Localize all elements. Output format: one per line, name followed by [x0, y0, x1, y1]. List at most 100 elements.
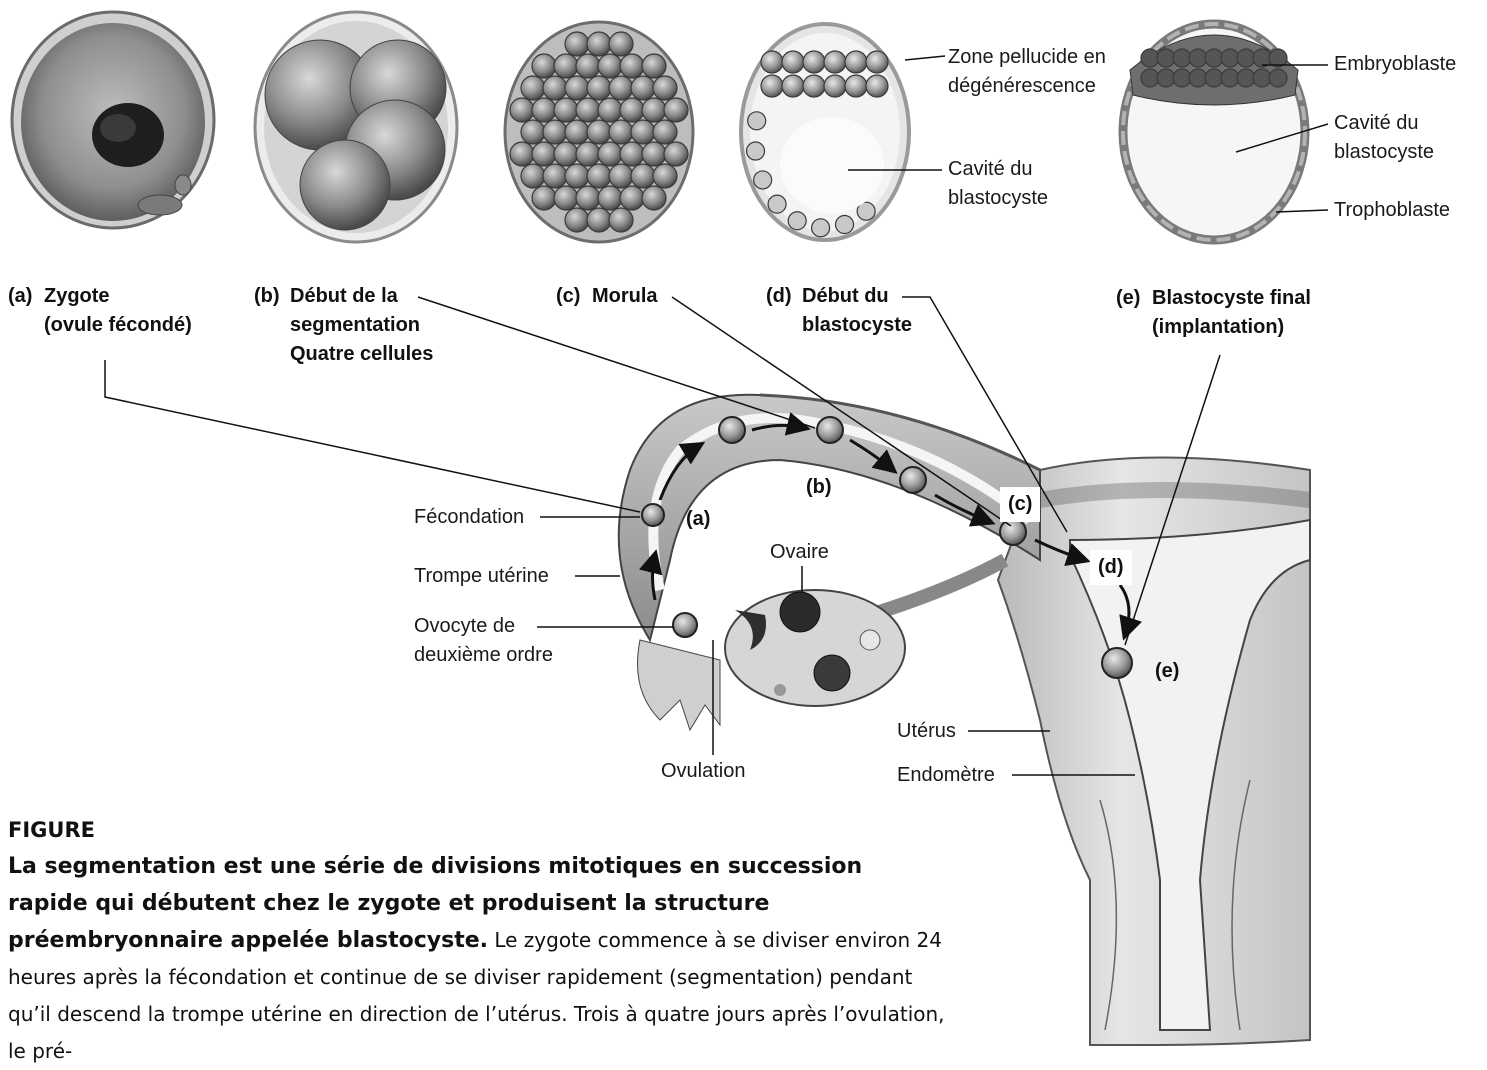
embryoblast-cell [1157, 69, 1175, 87]
morula-blastomere [642, 98, 666, 122]
morula-blastomere [598, 142, 622, 166]
morula-blastomere [532, 186, 556, 210]
morula-blastomere [565, 120, 589, 144]
morula-blastomere [631, 120, 655, 144]
fecondation-label: Fécondation [414, 503, 524, 532]
ovulation-label: Ovulation [661, 757, 746, 786]
stage-b-label: (b)Début de la segmentation Quatre cellu… [254, 282, 433, 369]
morula-blastomere [587, 120, 611, 144]
early-blastocyst-cell [845, 51, 867, 73]
morula-blastomere [609, 164, 633, 188]
stage-a-line-2: (ovule fécondé) [8, 311, 192, 340]
four-cell-stage [255, 12, 457, 242]
embryoblast-cell [1205, 69, 1223, 87]
morula-blastomere [543, 164, 567, 188]
embryoblast-cell [1141, 69, 1159, 87]
stage-a-line-1: Zygote [44, 285, 110, 307]
embryoblast-cell [1221, 69, 1239, 87]
morula-blastomere [576, 142, 600, 166]
final-blastocyst [1123, 24, 1305, 240]
embryoblast-cell [1269, 69, 1287, 87]
morula-blastomere [521, 120, 545, 144]
morula-blastomere [576, 186, 600, 210]
morula-blastomere [620, 186, 644, 210]
morula-blastomere [620, 98, 644, 122]
morula-blastomere [609, 208, 633, 232]
morula-blastomere [631, 76, 655, 100]
embryoblast-cell [1237, 69, 1255, 87]
morula-blastomere [543, 120, 567, 144]
cavity-label-early-line-1: Cavité du [948, 155, 1048, 184]
early-blastocyst-trophoblast-cell [748, 112, 766, 130]
morula-blastomere [664, 98, 688, 122]
pellucida-label-line-1: Zone pellucide en [948, 43, 1106, 72]
morula-blastomere [587, 32, 611, 56]
inline-label-e: (e) [1155, 660, 1179, 683]
early-blastocyst-cell [761, 75, 783, 97]
embryoblast-cell [1189, 49, 1207, 67]
caption-paragraph: La segmentation est une série de divisio… [8, 848, 948, 1070]
morula-blastomere [620, 54, 644, 78]
ovaire-label: Ovaire [770, 538, 829, 567]
pellucida-label-line-2: dégénérescence [948, 72, 1106, 101]
trophoblast-label: Trophoblaste [1334, 196, 1450, 225]
morula-blastomere [521, 76, 545, 100]
embryoblast-cell [1253, 69, 1271, 87]
inline-label-a: (a) [686, 508, 710, 531]
stage-d-line-2: blastocyste [766, 311, 912, 340]
morula-blastomere [598, 54, 622, 78]
trompe-label: Trompe utérine [414, 562, 549, 591]
stage-a-label: (a)Zygote (ovule fécondé) [8, 282, 192, 340]
morula-blastomere [510, 98, 534, 122]
embryoblast-cell [1205, 49, 1223, 67]
morula-blastomere [642, 54, 666, 78]
early-blastocyst-cell [803, 51, 825, 73]
stage-d-label: (d)Début du blastocyste [766, 282, 912, 340]
morula-blastomere [554, 98, 578, 122]
morula-blastomere [565, 76, 589, 100]
stage-c-label: (c)Morula [556, 282, 658, 311]
pellucida-label: Zone pellucide en dégénérescence [948, 43, 1106, 101]
embryoblast-cell [1189, 69, 1207, 87]
early-blastocyst-cell [845, 75, 867, 97]
morula-blastomere [554, 186, 578, 210]
stage-b-line-1: Début de la [290, 285, 398, 307]
stage-b-line-3: Quatre cellules [254, 340, 433, 369]
morula-blastomere [554, 54, 578, 78]
morula-blastomere [598, 98, 622, 122]
embryoblast-cell [1237, 49, 1255, 67]
morula-cell [505, 22, 693, 242]
early-blastocyst-cell [782, 75, 804, 97]
stage-c-line-1: Morula [592, 285, 658, 307]
morula-blastomere [532, 98, 556, 122]
stage-d-line-1: Début du [802, 285, 889, 307]
inline-label-b: (b) [806, 476, 832, 499]
embryoblast-cell [1141, 49, 1159, 67]
morula-blastomere [609, 120, 633, 144]
figure-caption: FIGURE La segmentation est une série de … [8, 818, 948, 1070]
stage-e-prefix: (e) [1116, 284, 1152, 313]
morula-blastomere [587, 164, 611, 188]
morula-blastomere [631, 164, 655, 188]
caption-figure-heading: FIGURE [8, 818, 948, 842]
stage-e-line-1: Blastocyste final [1152, 287, 1311, 309]
cavity-label-early: Cavité du blastocyste [948, 155, 1048, 213]
morula-blastomere [554, 142, 578, 166]
early-blastocyst-trophoblast-cell [747, 142, 765, 160]
morula-blastomere [565, 164, 589, 188]
endometre-label: Endomètre [897, 761, 995, 790]
early-blastocyst-cell [824, 75, 846, 97]
early-blastocyst [741, 24, 909, 240]
morula-blastomere [642, 142, 666, 166]
cavity-label-final-line-2: blastocyste [1334, 138, 1434, 167]
embryoblast-cell [1173, 49, 1191, 67]
inline-label-c: (c) [1000, 487, 1040, 522]
cavity-label-early-line-2: blastocyste [948, 184, 1048, 213]
early-blastocyst-cell [782, 51, 804, 73]
morula-blastomere [543, 76, 567, 100]
morula-blastomere [510, 142, 534, 166]
early-blastocyst-trophoblast-cell [836, 216, 854, 234]
morula-blastomere [587, 76, 611, 100]
morula-blastomere [642, 186, 666, 210]
inline-label-d: (d) [1090, 550, 1132, 585]
